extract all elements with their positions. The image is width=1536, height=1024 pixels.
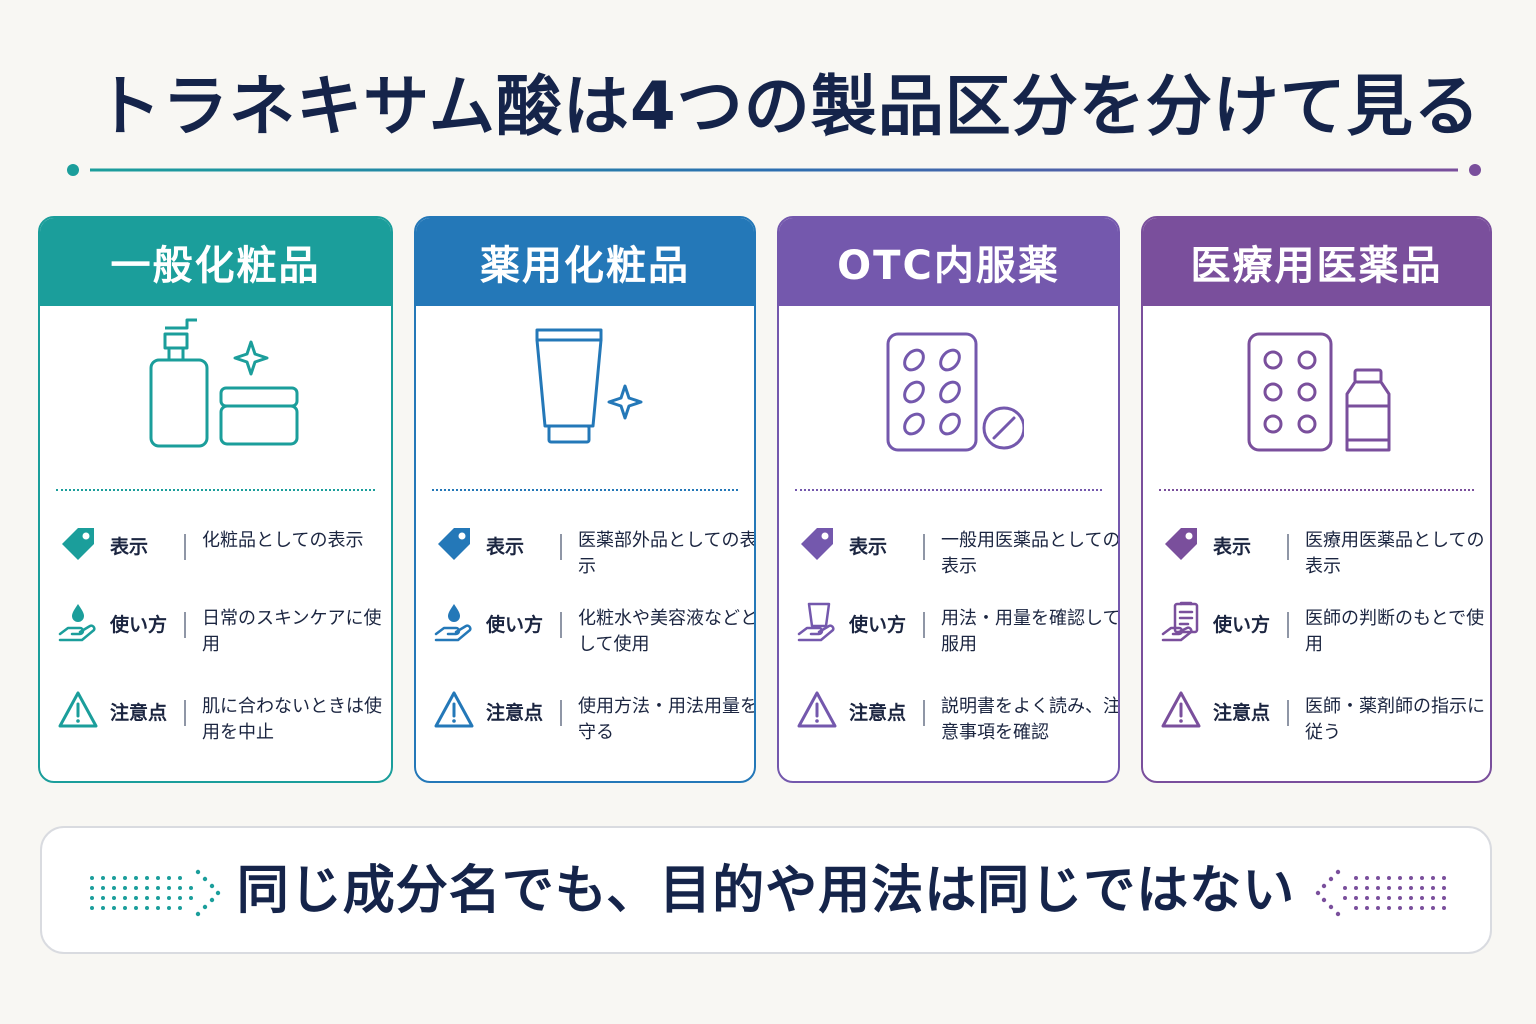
drop-hand-icon (434, 604, 472, 642)
summary-text: 同じ成分名でも、目的や用法は同じではない (236, 861, 1296, 921)
warning-icon (58, 691, 98, 728)
row-value: 日常のスキンケアに使用 (202, 608, 382, 655)
card-heading: 一般化粧品 (40, 218, 391, 306)
card-otc-oral-medicine: OTC内服薬 表示 一般用医薬品としての表示 使い方 (777, 216, 1120, 783)
pump-bottle-and-cream-jar-icon (149, 318, 298, 448)
card-general-cosmetics: 一般化粧品 表示 化粧品としての表示 使い方 日常のスキンケアに使用 (38, 216, 393, 783)
tube-icon (535, 328, 643, 444)
row-label: 使い方 (110, 614, 168, 636)
card-heading: 薬用化粧品 (416, 218, 754, 306)
tag-icon (438, 528, 470, 560)
row-value: 肌に合わないときは使用を中止 (202, 696, 382, 743)
title-divider (67, 164, 1481, 176)
drop-hand-icon (58, 604, 96, 642)
card-heading: 医療用医薬品 (1143, 218, 1490, 306)
tag-icon (801, 528, 833, 560)
row-label: 注意点 (110, 702, 168, 724)
row-label: 注意点 (486, 702, 544, 724)
row-value: 説明書をよく読み、注意事項を確認 (941, 696, 1120, 743)
row-label: 使い方 (849, 614, 907, 636)
dotted-arrow-left-icon (1315, 869, 1446, 917)
card-prescription-medicine: 医療用医薬品 表示 医療用医薬品としての表示 使い方 医師の判断のもとで使用 (1141, 216, 1492, 783)
clipboard-hand-icon (1161, 601, 1199, 642)
row-value: 化粧水や美容液などとして使用 (578, 608, 756, 655)
row-value: 医師・薬剤師の指示に従う (1305, 696, 1485, 743)
card-heading: OTC内服薬 (779, 218, 1118, 306)
cup-hand-icon (797, 602, 835, 642)
row-value: 医師の判断のもとで使用 (1305, 608, 1485, 655)
dotted-arrow-right-icon (90, 869, 221, 917)
row-value: 一般用医薬品としての表示 (941, 530, 1120, 577)
row-value: 用法・用量を確認して服用 (941, 608, 1120, 655)
row-label: 表示 (110, 536, 149, 558)
row-label: 表示 (849, 536, 888, 558)
row-label: 表示 (486, 536, 525, 558)
warning-icon (434, 691, 474, 728)
row-value: 化粧品としての表示 (202, 530, 364, 551)
row-label: 表示 (1213, 536, 1252, 558)
warning-icon (1161, 691, 1201, 728)
tag-icon (1165, 528, 1197, 560)
warning-icon (797, 691, 837, 728)
row-label: 注意点 (1213, 702, 1271, 724)
row-label: 使い方 (486, 614, 544, 636)
row-value: 医薬部外品としての表示 (578, 530, 756, 577)
row-label: 使い方 (1213, 614, 1271, 636)
row-value: 使用方法・用法用量を守る (578, 696, 756, 743)
row-label: 注意点 (849, 702, 907, 724)
blister-pack-and-tablet-icon (886, 332, 1024, 452)
blister-pack-and-bottle-icon (1247, 332, 1390, 452)
row-value: 医療用医薬品としての表示 (1305, 530, 1485, 577)
card-medicated-cosmetics: 薬用化粧品 表示 医薬部外品としての表示 使い方 化粧水や美容液などとして使用 … (414, 216, 756, 783)
tag-icon (62, 528, 94, 560)
summary-banner: 同じ成分名でも、目的や用法は同じではない (40, 826, 1492, 954)
page-title: トラネキサム酸は4つの製品区分を分けて見る (95, 68, 1481, 145)
